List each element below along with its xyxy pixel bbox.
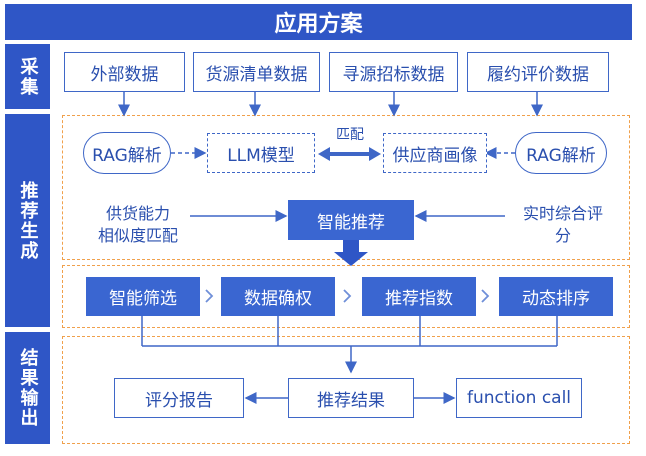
big-down-arrow <box>334 240 368 266</box>
smart-recommend-box: 智能推荐 <box>288 200 414 240</box>
rag-parse-left: RAG解析 <box>83 132 171 174</box>
collect-box-sourcing: 寻源招标数据 <box>329 52 458 92</box>
pipeline-recommend-index: 推荐指数 <box>362 277 476 316</box>
page-title: 应用方案 <box>5 4 632 40</box>
supplier-profile-box: 供应商画像 <box>383 133 487 173</box>
score-report-box: 评分报告 <box>114 378 244 418</box>
right-note-line2: 分 <box>554 226 571 245</box>
match-label: 匹配 <box>336 127 364 143</box>
pipeline-zone <box>62 265 630 328</box>
chevron-2 <box>343 289 352 303</box>
collect-box-external: 外部数据 <box>64 52 185 92</box>
collect-box-supply-list: 货源清单数据 <box>193 52 320 92</box>
section-output-label: 结果输出 <box>5 332 50 444</box>
collect-box-performance: 履约评价数据 <box>467 52 609 92</box>
llm-model-box: LLM模型 <box>207 133 315 173</box>
pipeline-smart-filter: 智能筛选 <box>86 277 200 316</box>
function-call-box: function call <box>456 378 582 418</box>
pipeline-data-rights: 数据确权 <box>221 277 335 316</box>
right-note-line1: 实时综合评 <box>522 204 603 223</box>
pipeline-dynamic-sort: 动态排序 <box>499 277 613 316</box>
section-recommend-label: 推荐生成 <box>5 114 50 327</box>
section-collect-label: 采集 <box>5 44 50 109</box>
rag-parse-right: RAG解析 <box>515 132 607 174</box>
left-note-line1: 供货能力 <box>105 204 170 223</box>
right-note: 实时综合评 分 <box>508 203 618 247</box>
output-zone <box>62 336 630 444</box>
chevron-1 <box>205 289 214 303</box>
chevron-3 <box>481 289 490 303</box>
left-note: 供货能力 相似度匹配 <box>88 203 188 247</box>
left-note-line2: 相似度匹配 <box>97 226 178 245</box>
recommend-result-box: 推荐结果 <box>288 378 414 418</box>
